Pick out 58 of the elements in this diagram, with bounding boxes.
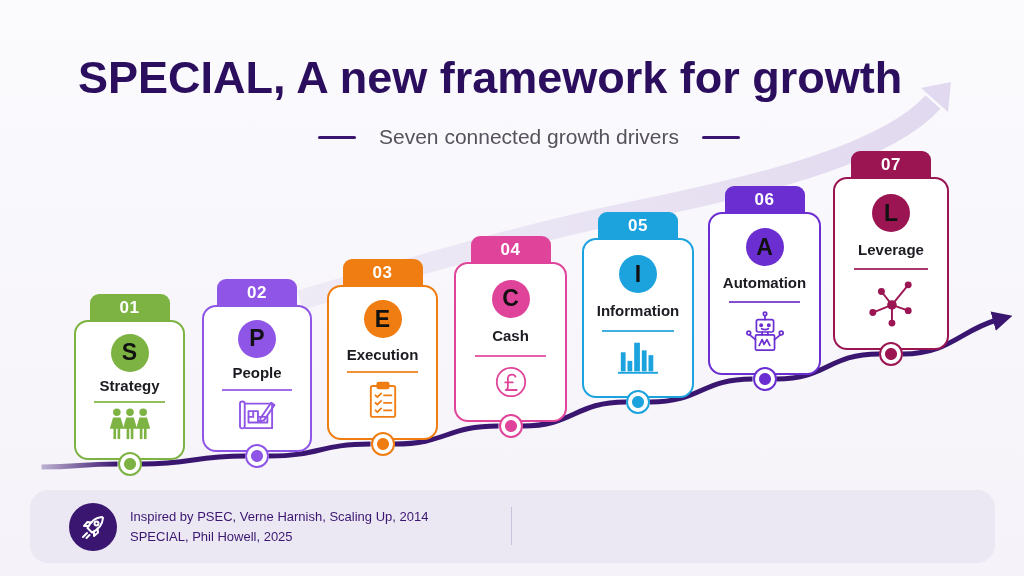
step-tab: [598, 212, 678, 238]
letter-circle: [491, 279, 530, 318]
growth-arrow: [902, 311, 1013, 357]
growth-line: [522, 399, 627, 429]
growth-line: [141, 453, 246, 467]
milestone-dot: [879, 342, 903, 366]
step-tab: [89, 294, 170, 320]
letter-circle: [363, 300, 402, 339]
step-name: People: [232, 364, 282, 383]
step-number: 07: [881, 155, 901, 173]
step-tab: [342, 259, 423, 285]
page-title: SPECIAL, A new framework for growth: [78, 55, 903, 100]
step-name: Information: [596, 302, 680, 321]
step-number: 03: [372, 263, 393, 281]
step-number: 05: [628, 216, 648, 234]
step-name: Execution: [346, 345, 419, 364]
step-number: 02: [247, 283, 267, 301]
step-letter: I: [634, 262, 642, 286]
growth-line: [41, 461, 118, 470]
step-card: [74, 320, 185, 460]
step-letter: C: [502, 287, 519, 311]
step-letter: S: [121, 341, 138, 365]
growth-line: [268, 441, 371, 459]
letter-circle: [745, 228, 784, 267]
step-tab: [724, 186, 805, 212]
step-letter: L: [883, 201, 899, 225]
step-number: 06: [754, 190, 775, 208]
step-letter: P: [249, 327, 265, 351]
growth-line: [394, 423, 499, 447]
step-letter: A: [756, 235, 773, 259]
subtitle: Seven connected growth drivers: [379, 124, 679, 150]
milestone-dot: [626, 390, 650, 414]
credit-text: SPECIAL, Phil Howell, 2025: [130, 528, 294, 545]
letter-circle: [110, 333, 149, 372]
step-number: 01: [119, 298, 140, 316]
step-card: [327, 285, 438, 440]
step-tab: [217, 279, 297, 305]
footer-panel: [30, 490, 995, 563]
step-number: 04: [500, 240, 521, 258]
growth-line: [649, 376, 753, 405]
step-name: Cash: [492, 327, 529, 346]
step-name: Leverage: [858, 241, 924, 259]
step-card: [202, 305, 312, 452]
step-card: [582, 238, 694, 398]
growth-line: [776, 351, 880, 382]
letter-circle: [238, 319, 276, 358]
credit-text: Inspired by PSEC, Verne Harnish, Scaling Up, 2014: [130, 508, 429, 525]
step-card: [454, 262, 567, 422]
step-card: [708, 212, 821, 375]
letter-circle: [619, 255, 657, 294]
step-tab: [470, 236, 551, 262]
step-name: Strategy: [99, 377, 160, 396]
step-name: Automation: [722, 274, 807, 293]
step-letter: E: [374, 307, 391, 331]
letter-circle: [872, 194, 910, 232]
milestone-dot: [245, 444, 269, 468]
step-card: [833, 177, 949, 350]
step-tab: [851, 151, 931, 177]
